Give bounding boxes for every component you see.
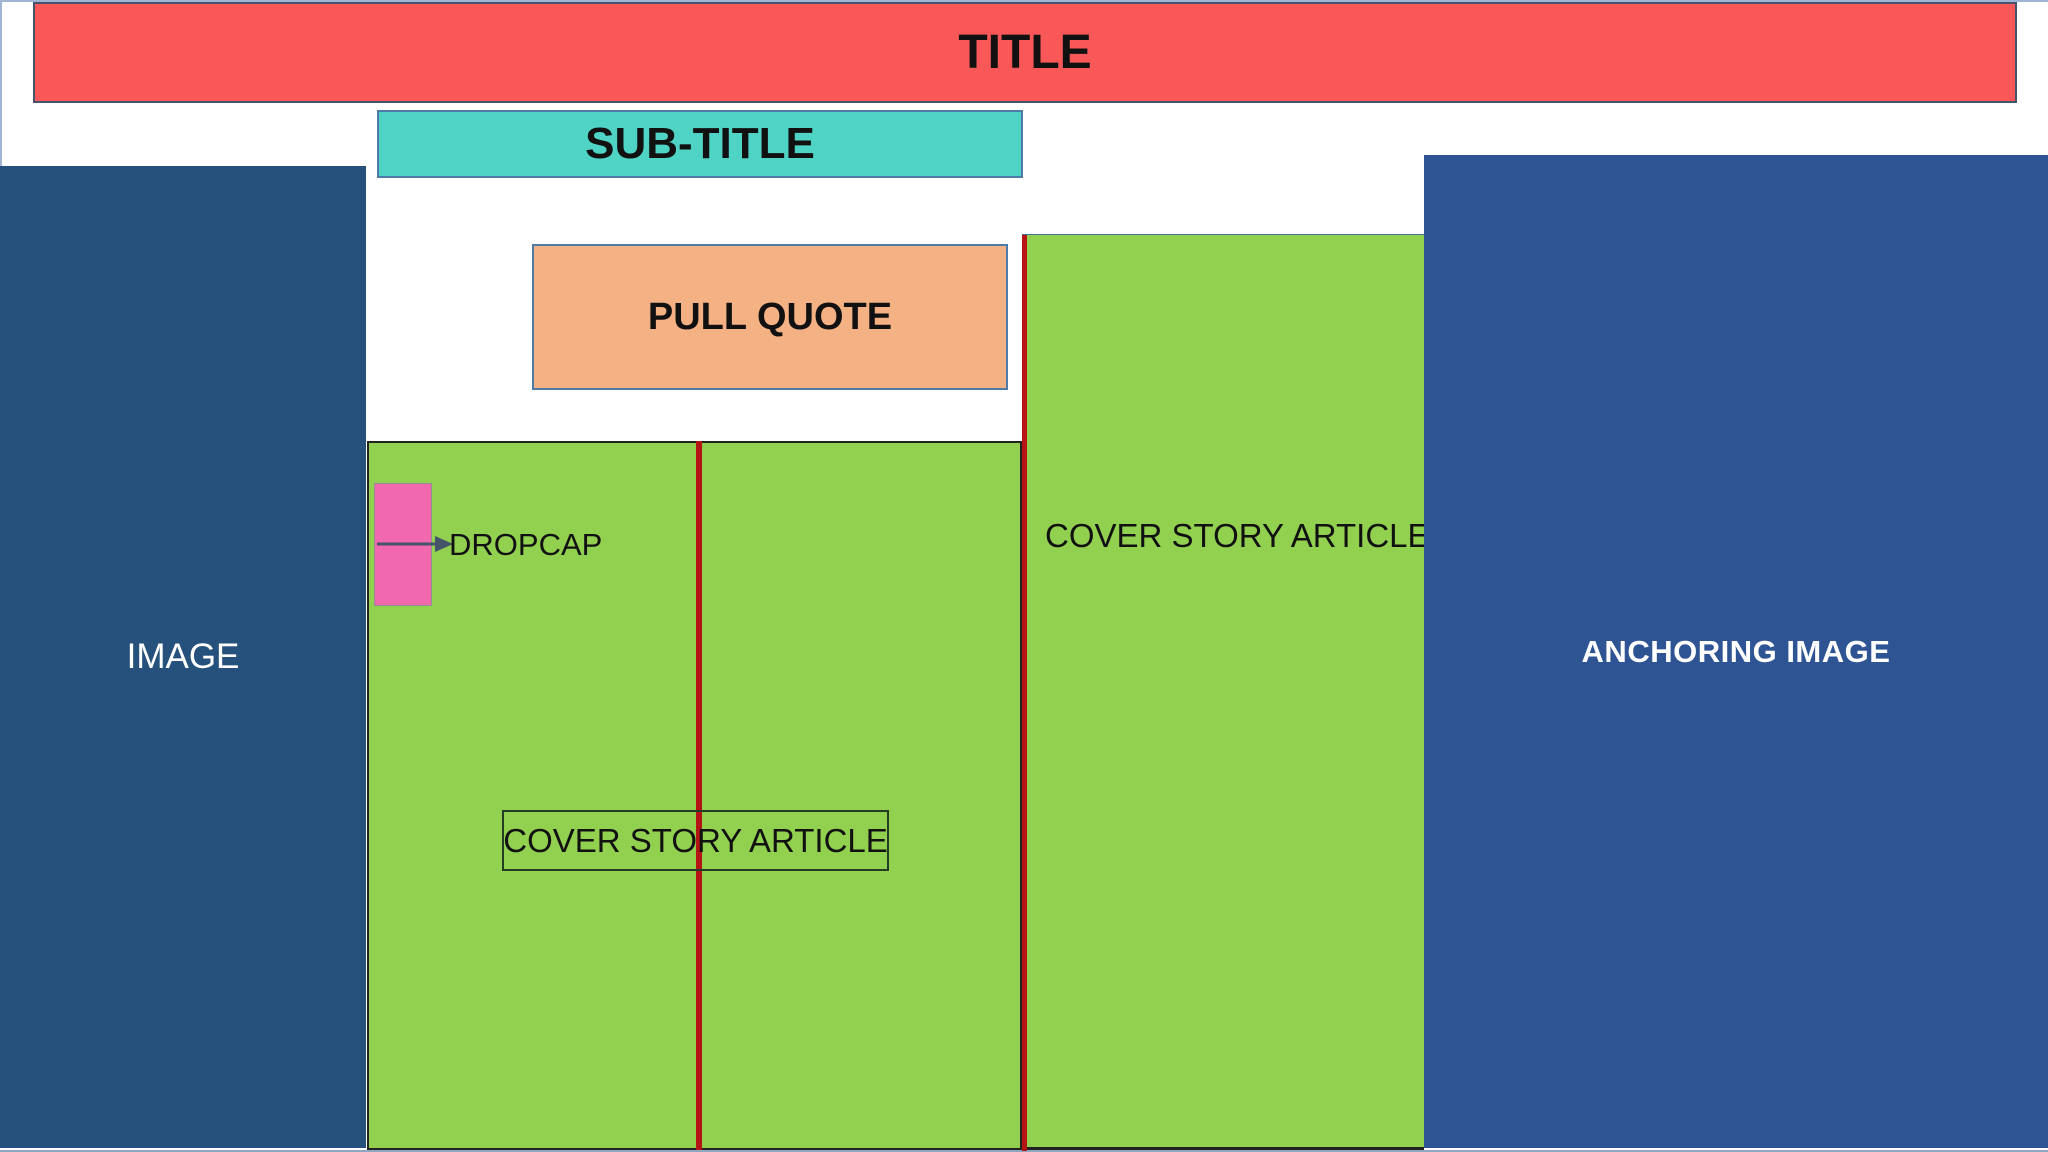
cover-story-column-label: COVER STORY ARTICLE: [1045, 517, 1430, 554]
dropcap-arrow-icon: [377, 536, 453, 552]
anchoring-image-block: ANCHORING IMAGE: [1424, 155, 2048, 1148]
cover-story-column-label-wrap: COVER STORY ARTICLE: [1022, 517, 1430, 555]
subtitle-bar: SUB-TITLE: [377, 110, 1023, 178]
column-left-divider-line: [1022, 235, 1027, 1151]
anchoring-image-label: ANCHORING IMAGE: [1581, 633, 1891, 669]
dropcap-label-wrap: DROPCAP: [449, 525, 602, 565]
title-bar: TITLE: [33, 2, 2017, 103]
image-label: IMAGE: [126, 637, 240, 676]
slide-left-edge: [0, 0, 2, 168]
slide-bottom-edge: [0, 1150, 2048, 1152]
cover-story-main-label: COVER STORY ARTICLE: [503, 821, 888, 859]
image-block: IMAGE: [0, 166, 366, 1148]
pull-quote-box: PULL QUOTE: [532, 244, 1008, 390]
subtitle-text: SUB-TITLE: [585, 119, 815, 168]
cover-story-main-label-box: COVER STORY ARTICLE: [502, 810, 889, 871]
cover-story-column-block: COVER STORY ARTICLE: [1022, 234, 1430, 1151]
dropcap-label: DROPCAP: [449, 527, 603, 562]
slide-top-edge: [0, 0, 2048, 2]
column-divider-line: [696, 441, 702, 1150]
title-text: TITLE: [958, 26, 1092, 79]
cover-story-main-block: DROPCAP COVER STORY ARTICLE: [367, 441, 1022, 1150]
pull-quote-text: PULL QUOTE: [647, 295, 893, 338]
